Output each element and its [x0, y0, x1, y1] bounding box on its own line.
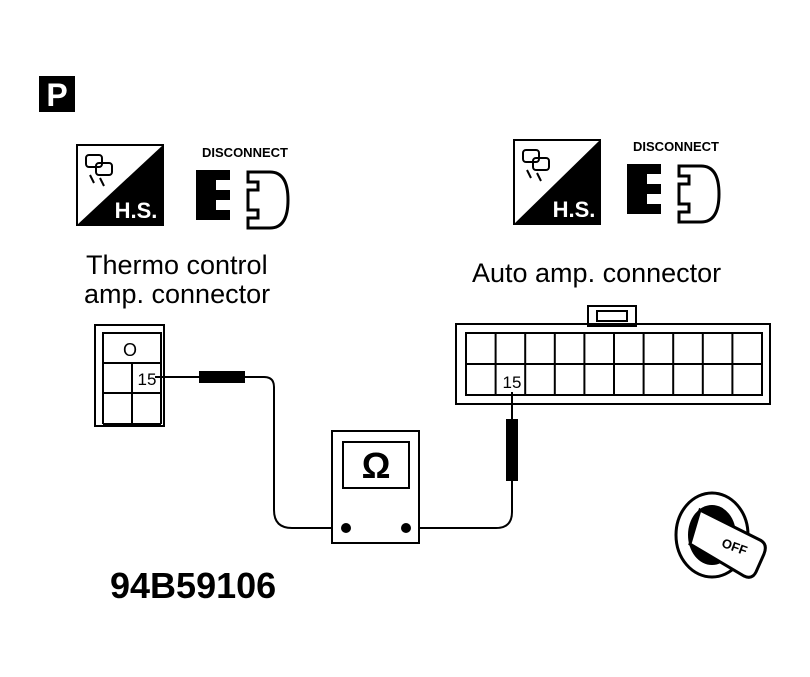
hs-icon-left: H.S.: [76, 144, 164, 226]
thermo-connector: [94, 324, 165, 427]
disconnect-label-right: DISCONNECT: [633, 139, 719, 154]
auto-amp-pin-15: 15: [503, 373, 522, 392]
p-badge-letter: P: [46, 77, 67, 113]
disconnect-icon-left: DISCONNECT: [196, 145, 290, 230]
thermo-label-line2: amp. connector: [84, 279, 270, 309]
hs-icon-right: H.S.: [513, 139, 601, 225]
auto-amp-cell-grid: [494, 333, 734, 395]
ohm-symbol: Ω: [362, 445, 391, 486]
auto-amp-connector: [455, 305, 771, 405]
thermo-label-line1: Thermo control: [86, 250, 268, 280]
hs-label-right: H.S.: [553, 197, 596, 222]
disconnect-icon-right: DISCONNECT: [627, 139, 721, 224]
p-badge: P: [39, 76, 75, 113]
ignition-key-icon: [674, 491, 767, 579]
probe-wire-left: [155, 371, 346, 529]
hand-connector-icon-right: [522, 149, 550, 182]
disconnect-label-left: DISCONNECT: [202, 145, 288, 160]
ohmmeter: [331, 430, 420, 544]
hs-label-left: H.S.: [115, 198, 158, 223]
figure-id: 94B59106: [110, 565, 276, 606]
thermo-pin-15: 15: [138, 370, 157, 389]
probe-wire-right: [406, 392, 518, 529]
hand-connector-icon-left: [85, 154, 113, 187]
auto-amp-label: Auto amp. connector: [472, 258, 721, 288]
thermo-top-cell: O: [123, 340, 137, 360]
